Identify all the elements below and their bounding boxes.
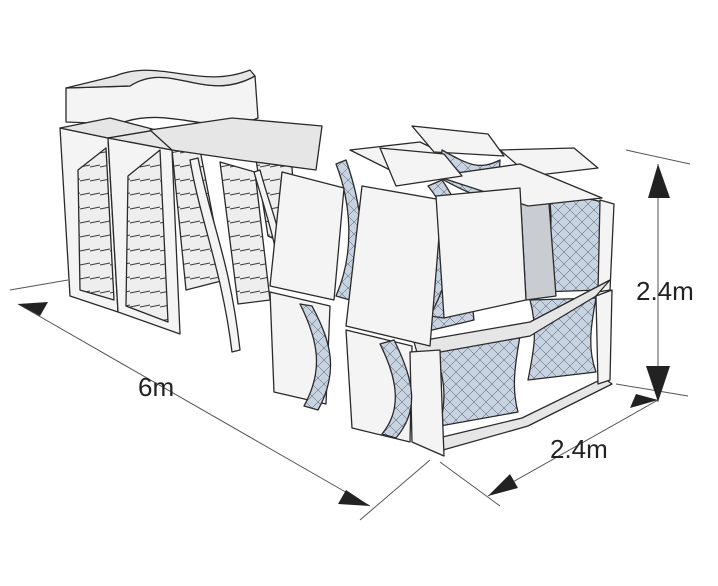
arrowhead-right (338, 490, 370, 506)
dimension-height: 2.4m (615, 149, 694, 402)
dimension-length: 6m (9, 279, 431, 521)
slatted-box-1-front (77, 147, 115, 301)
slat-frame-back (149, 117, 323, 171)
twisted-column-lower-2 (379, 339, 413, 439)
slatted-box-2-front (125, 149, 169, 323)
arrowhead-bottom (646, 366, 670, 402)
front-panel-lower-3 (409, 349, 445, 457)
twisted-column-lower-1 (299, 303, 332, 411)
roof-panel-back-2 (411, 125, 505, 157)
front-panel-upper-2 (345, 185, 443, 347)
glazed-module-group (269, 125, 615, 457)
upper-box-right (597, 199, 615, 293)
wavy-roof-top (65, 69, 256, 89)
depth-label: 2.4m (550, 434, 608, 464)
front-panel-upper-1 (269, 171, 345, 301)
arrowhead-left (18, 302, 48, 316)
front-panel-upper-3 (435, 187, 527, 319)
lower-box-right (595, 289, 613, 385)
length-label: 6m (138, 372, 174, 402)
arrowhead-depth-left (488, 474, 518, 496)
height-label: 2.4m (636, 276, 694, 306)
roof-panel-front-2 (379, 147, 463, 187)
curved-strut (189, 157, 241, 353)
arrowhead-top (648, 164, 670, 198)
slatted-module-group (59, 69, 323, 353)
arrowhead-depth-right (630, 394, 658, 408)
dimension-depth: 2.4m (439, 394, 659, 507)
glazed-shell-mid-lower (433, 335, 521, 427)
